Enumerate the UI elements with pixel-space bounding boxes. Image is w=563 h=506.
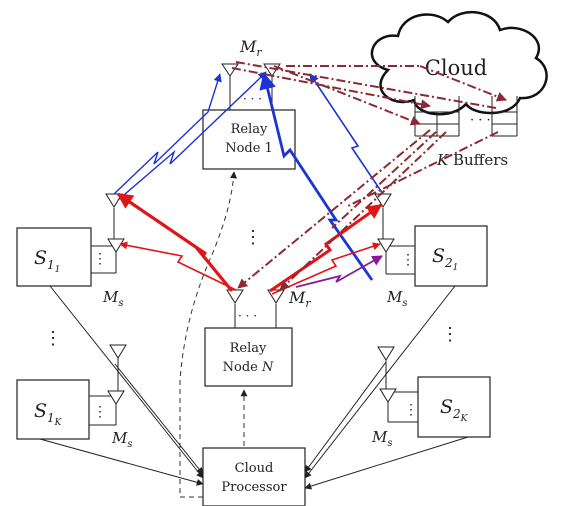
source-s2k: S2K ⋮ Ms — [371, 346, 491, 449]
red-relayN-s11-top — [116, 192, 234, 293]
red-links — [116, 192, 383, 295]
s1k-antenna-top — [109, 344, 127, 359]
s11-vdots: ⋮ — [93, 251, 107, 267]
ms-label-s2k: Ms — [371, 428, 393, 449]
mr-mid-label: Mr — [288, 288, 311, 310]
relay1-line2: Node 1 — [225, 141, 273, 156]
s2k-vdots: ⋮ — [404, 402, 418, 418]
processor-line2: Processor — [221, 480, 287, 495]
bh-buffer-relayN-a — [237, 129, 431, 289]
link-s2k-processor — [304, 436, 469, 490]
bh-buffer-mid — [331, 131, 437, 229]
blue-s11-relay1-a — [113, 73, 222, 195]
bh-buffer-relayN-b — [279, 131, 447, 291]
s2k-antenna-bottom — [379, 388, 397, 403]
buffers-label: K Buffers — [436, 151, 508, 169]
s2k-antenna-top — [377, 346, 395, 361]
blue-s21-relay1-b — [259, 72, 374, 281]
cloud-processor: Cloud Processor — [202, 447, 306, 506]
blue-s21-relay1-a — [309, 73, 384, 195]
bh-bufferK-mid — [347, 131, 499, 207]
red-relayN-s21-top — [269, 203, 383, 293]
dash-processor-relay1 — [179, 171, 238, 498]
link-s2k-antenna-processor — [304, 361, 387, 473]
link-s11-processor — [49, 285, 204, 479]
relayN-line2: Node N — [223, 360, 274, 375]
red-relayN-s21-bottom — [271, 242, 381, 295]
processor-links — [39, 285, 469, 490]
left-sources-vdots: ⋮ — [44, 328, 62, 349]
cloud-label: Cloud — [425, 56, 487, 80]
backhaul-links — [231, 61, 507, 291]
cloud: Cloud — [370, 10, 548, 116]
ms-label-s11: Ms — [102, 288, 124, 309]
relay-node-1: Relay Node 1 · · · Mr — [202, 37, 296, 170]
bh-relay1-bufferK — [235, 61, 497, 109]
cloud-shape — [370, 10, 548, 116]
buffers — [414, 96, 518, 137]
link-s1k-processor — [39, 438, 204, 486]
relayN-ellipsis: · · · — [238, 309, 257, 323]
s21-antenna-bottom — [377, 238, 395, 253]
relays-vdots: ⋮ — [244, 227, 262, 248]
red-relayN-s11-bottom — [119, 241, 237, 291]
control-links — [179, 171, 248, 498]
relay1-ellipsis: · · · — [243, 92, 262, 106]
relay1-antenna-left — [221, 63, 239, 77]
source-s21: S21 ⋮ Ms — [374, 193, 488, 309]
relay-node-n: Relay Node N · · · Mr — [204, 288, 311, 387]
relayN-antenna-left — [226, 289, 244, 304]
source-s11: S11 ⋮ Ms — [16, 193, 125, 309]
bh-to-bufferK — [419, 65, 507, 102]
s1k-label: S1K — [34, 400, 63, 428]
s1k-vdots: ⋮ — [93, 404, 107, 420]
processor-line1: Cloud — [235, 461, 274, 476]
mr-top-label: Mr — [239, 37, 262, 59]
right-sources-vdots: ⋮ — [441, 324, 459, 345]
link-s1k-antenna-processor — [114, 363, 204, 475]
s11-label: S11 — [34, 247, 60, 275]
s21-vdots: ⋮ — [401, 252, 415, 268]
s2k-label: S2K — [440, 396, 469, 424]
link-s21-processor — [304, 285, 456, 479]
blue-links — [113, 71, 384, 281]
s1k-antenna-bottom — [107, 390, 125, 405]
relay1-line1: Relay — [231, 122, 268, 137]
buffers-ellipsis: · · · — [470, 113, 491, 128]
purple-link — [295, 255, 383, 288]
s21-label: S21 — [432, 245, 458, 273]
ms-label-s1k: Ms — [111, 429, 133, 450]
relayN-line1: Relay — [230, 341, 267, 356]
ms-label-s21: Ms — [386, 288, 408, 309]
source-s1k: S1K ⋮ Ms — [16, 344, 133, 450]
